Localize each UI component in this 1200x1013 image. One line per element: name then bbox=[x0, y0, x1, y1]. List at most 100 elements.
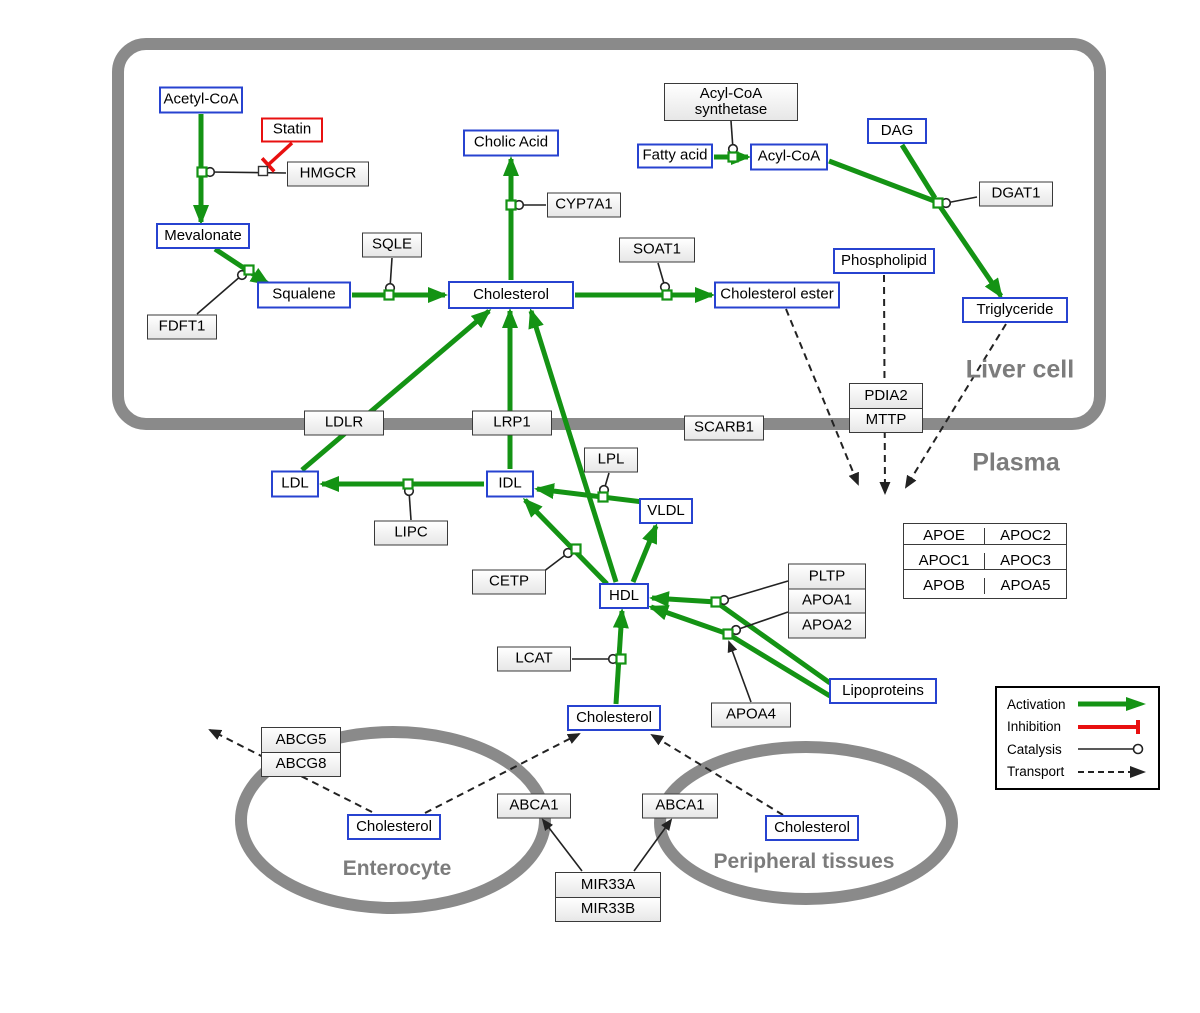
hmgcr[interactable]: HMGCR bbox=[287, 161, 369, 187]
peripheral-tissues-label: Peripheral tissues bbox=[713, 850, 895, 873]
liver-cell-label: Liver cell bbox=[965, 355, 1075, 384]
edge-acyl-coa-to-dgat1-junction bbox=[828, 158, 938, 205]
mevalonate[interactable]: Mevalonate bbox=[156, 223, 250, 249]
junction-lcat-reaction[interactable] bbox=[615, 653, 627, 665]
junction-hmgcr-port[interactable] bbox=[257, 165, 269, 177]
cyp7a1[interactable]: CYP7A1 bbox=[547, 192, 621, 218]
acyl-coa-synthetase-line-1: synthetase bbox=[694, 101, 768, 118]
abcg5-abcg8-row-abcg5[interactable]: ABCG5 bbox=[262, 728, 340, 752]
ldl[interactable]: LDL bbox=[271, 470, 319, 498]
abca1-enterocyte[interactable]: ABCA1 bbox=[497, 793, 571, 819]
legend-label-catalysis: Catalysis bbox=[1007, 741, 1062, 757]
fatty-acid[interactable]: Fatty acid bbox=[637, 143, 713, 169]
edge-enterocyte-cholesterol-transport bbox=[424, 733, 581, 814]
junction-hmgcr-reaction[interactable] bbox=[196, 166, 208, 178]
lcat[interactable]: LCAT bbox=[497, 646, 571, 672]
cholesterol-plasma[interactable]: Cholesterol bbox=[567, 705, 661, 731]
acyl-coa[interactable]: Acyl-CoA bbox=[750, 143, 828, 171]
legend-item-catalysis: Catalysis bbox=[1007, 741, 1148, 757]
apo-cell-apoc3[interactable]: APOC3 bbox=[985, 552, 1066, 571]
edge-triglyceride-transport bbox=[904, 323, 1007, 489]
edge-lpl-catalysis bbox=[598, 472, 610, 496]
cholesterol-ester[interactable]: Cholesterol ester bbox=[714, 281, 840, 309]
pdia2-mttp-row-pdia2[interactable]: PDIA2 bbox=[850, 384, 922, 408]
pltp-apoa1-apoa2-row-pltp[interactable]: PLTP bbox=[789, 564, 865, 589]
cholic-acid[interactable]: Cholic Acid bbox=[463, 129, 559, 157]
apoa4[interactable]: APOA4 bbox=[711, 702, 791, 728]
junction-lipc-reaction[interactable] bbox=[402, 478, 414, 490]
vldl[interactable]: VLDL bbox=[639, 498, 693, 524]
acetyl-coa[interactable]: Acetyl-CoA bbox=[159, 86, 243, 114]
triglyceride[interactable]: Triglyceride bbox=[962, 297, 1068, 323]
lpl[interactable]: LPL bbox=[584, 447, 638, 473]
edge-dgat1-catalysis bbox=[940, 196, 978, 209]
junction-lpl-reaction[interactable] bbox=[597, 491, 609, 503]
edge-ldl-to-cholesterol bbox=[300, 309, 492, 472]
edge-dag-to-dgat1-junction bbox=[899, 143, 938, 200]
apo-cell-apoe[interactable]: APOE bbox=[904, 527, 985, 546]
pltp-apoa1-apoa2-row-apoa1[interactable]: APOA1 bbox=[789, 588, 865, 613]
junction-cetp-reaction[interactable] bbox=[570, 543, 582, 555]
junction-apoa-reaction[interactable] bbox=[722, 628, 734, 640]
junction-dgat1-reaction[interactable] bbox=[932, 197, 944, 209]
apo-cell-apob[interactable]: APOB bbox=[904, 577, 985, 595]
soat1[interactable]: SOAT1 bbox=[619, 237, 695, 263]
edge-mevalonate-to-squalene bbox=[213, 246, 271, 287]
cetp[interactable]: CETP bbox=[472, 569, 546, 595]
cholesterol-peripheral[interactable]: Cholesterol bbox=[765, 815, 859, 841]
ldlr[interactable]: LDLR bbox=[304, 410, 384, 436]
dag[interactable]: DAG bbox=[867, 118, 927, 144]
lrp1[interactable]: LRP1 bbox=[472, 410, 552, 436]
mir33a-mir33b-row-mir33b[interactable]: MIR33B bbox=[556, 896, 660, 921]
dgat1[interactable]: DGAT1 bbox=[979, 181, 1053, 207]
fdft1[interactable]: FDFT1 bbox=[147, 314, 217, 340]
junction-fdft1-reaction[interactable] bbox=[243, 264, 255, 276]
enterocyte-label: Enterocyte bbox=[342, 857, 452, 880]
junction-pltp-reaction[interactable] bbox=[710, 596, 722, 608]
edge-mir33-to-abca1-enterocyte bbox=[541, 818, 583, 872]
junction-soat1-reaction[interactable] bbox=[661, 289, 673, 301]
legend-item-transport: Transport bbox=[1007, 764, 1148, 780]
apo-cell-apoa5[interactable]: APOA5 bbox=[1000, 576, 1051, 594]
mir33a-mir33b-row-mir33a[interactable]: MIR33A bbox=[556, 873, 660, 897]
abca1-peripheral[interactable]: ABCA1 bbox=[642, 793, 718, 819]
edge-hdl-to-cholesterol bbox=[528, 308, 619, 583]
junction-cyp7a1-reaction[interactable] bbox=[505, 199, 517, 211]
apo-cell-apoc2[interactable]: APOC2 bbox=[985, 527, 1066, 546]
edge-apoa4-activation bbox=[727, 640, 752, 703]
idl[interactable]: IDL bbox=[486, 470, 534, 498]
cholesterol-enterocyte[interactable]: Cholesterol bbox=[347, 814, 441, 840]
edge-vldl-to-idl bbox=[534, 483, 644, 505]
legend-activation-symbol-icon bbox=[1078, 697, 1146, 712]
statin[interactable]: Statin bbox=[261, 117, 323, 143]
legend-label-inhibition: Inhibition bbox=[1007, 719, 1062, 735]
edge-apoa1-apoa2-catalysis bbox=[730, 611, 789, 636]
apo-cell-apoc1[interactable]: APOC1 bbox=[904, 552, 985, 571]
scarb1[interactable]: SCARB1 bbox=[684, 415, 764, 441]
junction-acyl-coa-synthetase-reaction[interactable] bbox=[727, 151, 739, 163]
lipc[interactable]: LIPC bbox=[374, 520, 448, 546]
legend-catalysis-symbol-icon bbox=[1078, 743, 1144, 755]
edge-mir33-to-abca1-peripheral bbox=[633, 818, 673, 872]
legend-inhibition-symbol-icon bbox=[1078, 719, 1140, 734]
sqle[interactable]: SQLE bbox=[362, 232, 422, 258]
abcg5-abcg8-row-abcg8[interactable]: ABCG8 bbox=[262, 751, 340, 776]
cholesterol-liver[interactable]: Cholesterol bbox=[448, 281, 574, 309]
junction-sqle-reaction[interactable] bbox=[383, 289, 395, 301]
pdia2-mttp-row-mttp[interactable]: MTTP bbox=[850, 407, 922, 432]
legend-item-inhibition: Inhibition bbox=[1007, 719, 1148, 735]
edge-hdl-to-idl bbox=[522, 497, 609, 586]
phospholipid[interactable]: Phospholipid bbox=[833, 248, 935, 274]
pltp-apoa1-apoa2-row-apoa2[interactable]: APOA2 bbox=[789, 612, 865, 638]
lipoproteins[interactable]: Lipoproteins bbox=[829, 678, 937, 704]
edge-sqle-catalysis bbox=[384, 257, 396, 294]
hdl[interactable]: HDL bbox=[599, 583, 649, 609]
squalene[interactable]: Squalene bbox=[257, 281, 351, 309]
